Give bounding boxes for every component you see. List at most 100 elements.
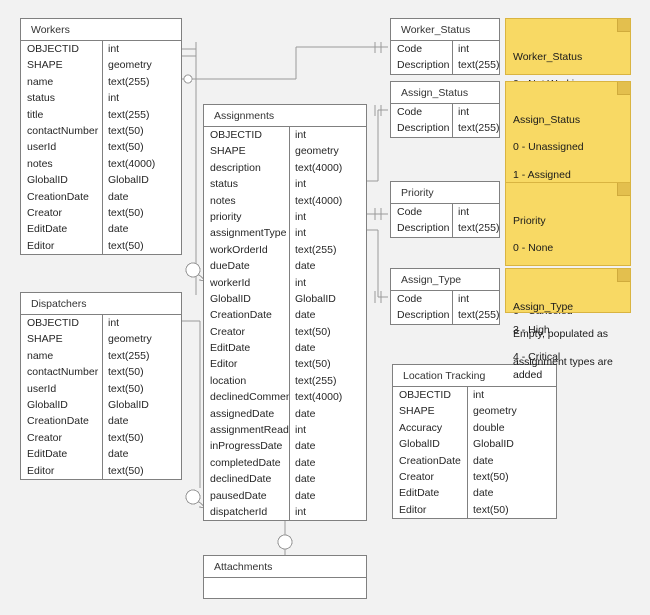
field-type: GlobalID [108, 174, 149, 187]
field-name: Creator [21, 429, 103, 447]
note-line: 0 - Unassigned [513, 141, 584, 154]
note-line: 1 - Assigned [513, 168, 571, 181]
field-name: status [204, 176, 290, 193]
field-row: name text(255) [21, 347, 181, 365]
field-type: text(50) [473, 503, 509, 516]
field-name: userId [21, 380, 103, 397]
field-name: description [204, 159, 290, 177]
entity-title: Assign_Status [391, 82, 499, 104]
field-type: int [458, 106, 470, 118]
field-name: completedDate [204, 454, 290, 472]
field-name: Editor [21, 237, 103, 255]
field-name: Description [391, 220, 453, 237]
note-line: assignment types are added [513, 355, 613, 382]
field-type: text(50) [473, 470, 509, 483]
note-priority[interactable]: Priority 0 - None 1 - Low 2 - Medium 3 -… [505, 182, 631, 363]
note-assign-type[interactable]: Assign_Type Empty, populated as assignme… [505, 268, 631, 381]
field-type: text(4000) [295, 391, 343, 404]
field-type: text(50) [108, 431, 144, 444]
field-type: date [295, 456, 316, 469]
note-line: 0 - None [513, 242, 554, 255]
field-row: GlobalID GlobalID [21, 172, 181, 189]
field-name: SHAPE [21, 57, 103, 74]
entity-title: Dispatchers [21, 293, 181, 315]
note-title: Worker_Status [513, 51, 583, 64]
field-type: text(255) [108, 108, 150, 121]
field-type: int [295, 210, 307, 223]
field-type: GlobalID [473, 438, 514, 451]
field-name: EditDate [21, 446, 103, 463]
field-type: geometry [473, 405, 517, 418]
field-type: date [295, 342, 316, 355]
field-type: text(50) [108, 141, 144, 154]
field-type: int [458, 43, 470, 55]
field-type: text(50) [295, 358, 331, 371]
note-assign-status[interactable]: Assign_Status 0 - Unassigned 1 - Assigne… [505, 81, 631, 317]
field-type: date [473, 454, 494, 467]
field-type: geometry [108, 333, 152, 346]
entity-title: Priority [391, 182, 499, 204]
field-type: date [108, 223, 129, 236]
field-type: double [473, 421, 505, 434]
field-type: date [108, 415, 129, 428]
field-type: GlobalID [108, 398, 149, 411]
field-name: EditDate [21, 221, 103, 238]
entity-title: Assignments [204, 105, 366, 127]
field-type: text(4000) [108, 157, 156, 170]
field-name: pausedDate [204, 487, 290, 504]
field-type: GlobalID [295, 292, 336, 305]
field-type: int [295, 424, 307, 437]
field-type: date [295, 260, 316, 273]
field-name: name [21, 347, 103, 365]
field-type: int [108, 317, 120, 329]
field-row: Creator text(50) [21, 429, 181, 447]
field-type: int [295, 505, 307, 518]
field-type: text(255) [108, 349, 150, 362]
field-type: text(50) [108, 366, 144, 379]
field-name: Editor [393, 501, 468, 519]
field-type: date [295, 309, 316, 322]
entity-attachments[interactable]: Attachments [203, 555, 367, 599]
note-worker-status[interactable]: Worker_Status 0 - Not Working 1 - Workin… [505, 18, 631, 145]
field-name: inProgressDate [204, 438, 290, 455]
field-name: Editor [204, 356, 290, 373]
field-name: GlobalID [21, 172, 103, 189]
